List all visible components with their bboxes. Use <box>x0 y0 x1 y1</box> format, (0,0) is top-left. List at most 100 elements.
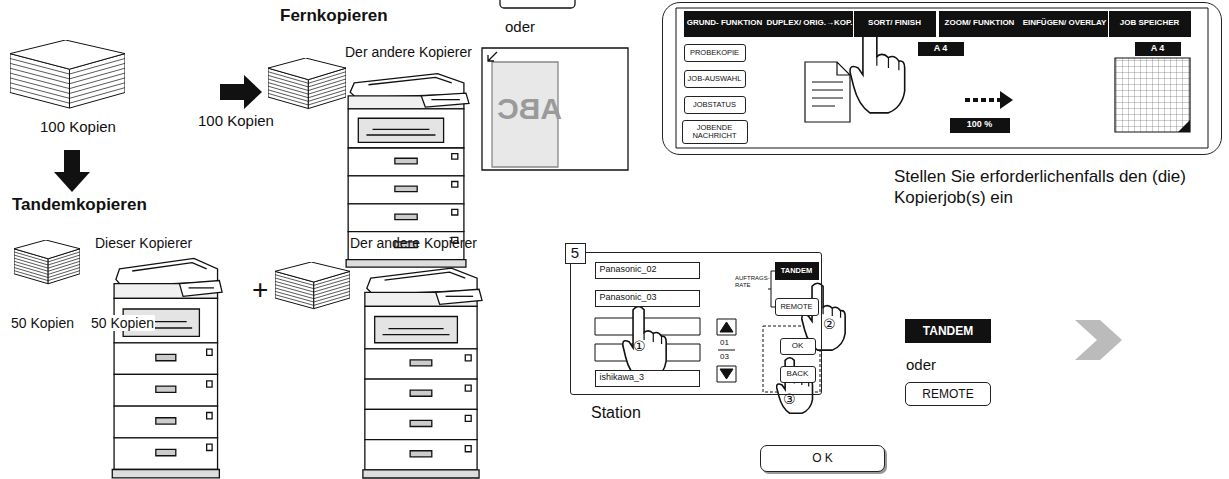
station-screen <box>595 271 845 413</box>
panel-caption: Stellen Sie erforderlichenfalls den (die… <box>894 166 1224 209</box>
original-placement <box>482 0 628 170</box>
paper-stack <box>14 240 80 284</box>
tab-button-label: SORT/ FINISH <box>868 19 921 27</box>
tab-button: ZOOM/ FUNKTION <box>939 11 1022 37</box>
station-row: Panasonic_02 <box>595 262 700 279</box>
section-heading: Tandemkopieren <box>12 195 147 215</box>
touch-panel-screen <box>676 8 1208 148</box>
menu-button: JOBENDE NACHRICHT <box>682 120 748 144</box>
mode-button-label: TANDEM <box>781 267 813 275</box>
tab-button: EINFÜGEN/ OVERLAY <box>1021 11 1109 37</box>
zoom-ratio-box-label: 100 % <box>967 120 993 129</box>
page-indicator: 01 <box>720 338 729 347</box>
original-placement <box>500 0 575 8</box>
touch-panel-screen <box>965 98 1000 102</box>
paper-stack <box>268 58 346 109</box>
screen-button: BACK <box>780 366 816 383</box>
next-step-chevron <box>1075 320 1122 360</box>
menu-button-label: JOBSTATUS <box>693 101 736 109</box>
tab-button: JOB SPEICHER <box>1109 11 1192 37</box>
ok-button: O K <box>760 445 885 472</box>
paper-stack <box>10 40 125 108</box>
ok-button-label: O K <box>812 452 833 465</box>
pointing-hand <box>850 25 905 113</box>
tab-button-label: JOB SPEICHER <box>1120 19 1180 27</box>
station-row-label: Panasonic_03 <box>600 293 657 302</box>
menu-button: JOB-AUSWAHL <box>684 70 746 88</box>
paper-size-box-label: A 4 <box>934 44 948 53</box>
station-row-label: ishikawa_3 <box>600 373 645 382</box>
original-placement <box>482 48 628 170</box>
copier-label: Der andere Kopierer <box>345 44 472 60</box>
tab-button-label: GRUND- FUNKTION <box>687 19 763 27</box>
callout-number: ③ <box>783 391 796 407</box>
tab-button: SORT/ FINISH <box>854 11 937 37</box>
mode-button-label: REMOTE <box>780 303 812 311</box>
callout-number: ② <box>823 316 836 332</box>
zoom-ratio-box: 100 % <box>950 118 1010 133</box>
station-screen <box>720 369 733 379</box>
touch-panel-screen <box>1115 58 1190 132</box>
remote-button-label: REMOTE <box>922 388 973 401</box>
touch-panel-screen <box>1178 120 1190 132</box>
page-indicator: 03 <box>720 352 729 361</box>
copy-count: 50 Kopien <box>10 315 75 331</box>
station-row: Panasonic_03 <box>595 290 700 307</box>
original-placement <box>488 52 497 61</box>
copy-count: 50 Kopien <box>90 315 155 331</box>
copy-count: 100 Kopien <box>40 118 116 135</box>
tandem-button: TANDEM <box>905 319 991 343</box>
tandem-button-label: TANDEM <box>923 325 973 338</box>
touch-panel-screen <box>676 8 1208 148</box>
screen-label: AUFTRAGS- RATE <box>735 275 771 288</box>
menu-button: JOBSTATUS <box>684 96 746 114</box>
paper-size-box: A 4 <box>1135 42 1181 56</box>
menu-button-label: JOB-AUSWAHL <box>688 75 742 83</box>
station-row-label: Panasonic_02 <box>600 265 657 274</box>
section-heading: Fernkopieren <box>280 6 388 26</box>
copier-label: Dieser Kopierer <box>95 235 192 251</box>
touch-panel-screen <box>1000 91 1013 109</box>
flow-arrow <box>220 75 262 109</box>
mode-button: REMOTE <box>775 298 819 316</box>
callout-number: ① <box>633 338 646 354</box>
screen-caption: Station <box>591 403 711 423</box>
mirrored-original-text: ABC <box>497 92 562 127</box>
plus-sign: + <box>252 274 268 306</box>
touch-panel-screen <box>805 62 850 122</box>
station-row: ishikawa_3 <box>595 370 700 387</box>
menu-button-label: PROBEKOPIE <box>690 49 739 57</box>
menu-button: PROBEKOPIE <box>684 44 746 62</box>
alternative-word: oder <box>906 356 936 373</box>
tab-button: DUPLEX/ ORIG.→KOP. <box>766 11 854 37</box>
tab-button-label: EINFÜGEN/ OVERLAY <box>1023 19 1107 27</box>
alternative-word: oder <box>505 18 535 35</box>
menu-button-label: JOBENDE NACHRICHT <box>683 124 747 140</box>
step-number-box: 5 <box>565 243 586 264</box>
tab-button-label: DUPLEX/ ORIG.→KOP. <box>766 19 852 27</box>
mode-button: TANDEM <box>775 262 819 280</box>
copier-illustration <box>363 268 482 478</box>
step-number-box-label: 5 <box>571 245 579 261</box>
paper-size-box: A 4 <box>918 42 964 56</box>
station-screen <box>717 366 736 382</box>
paper-size-box-label: A 4 <box>1151 44 1165 53</box>
station-screen <box>717 319 736 335</box>
screen-button: OK <box>780 338 816 355</box>
copier-label: Der andere Kopierer <box>350 235 477 251</box>
copier-illustration <box>112 258 222 478</box>
paper-stack <box>275 262 350 309</box>
pointing-hand <box>623 306 666 379</box>
flow-arrow <box>54 150 90 192</box>
tab-button-label: ZOOM/ FUNKTION <box>945 19 1015 27</box>
station-screen <box>720 322 733 332</box>
tab-button: GRUND- FUNKTION <box>684 11 767 37</box>
copy-count: 100 Kopien <box>198 112 274 129</box>
screen-button-label: OK <box>792 342 804 350</box>
touch-panel: Stellen Sie erforderlichenfalls den (die… <box>662 2 1222 155</box>
station-screen: Station5Panasonic_02Panasonic_03ishikawa… <box>570 252 822 395</box>
remote-button: REMOTE <box>905 382 991 406</box>
station-screen <box>718 350 735 351</box>
screen-button-label: BACK <box>787 370 809 378</box>
